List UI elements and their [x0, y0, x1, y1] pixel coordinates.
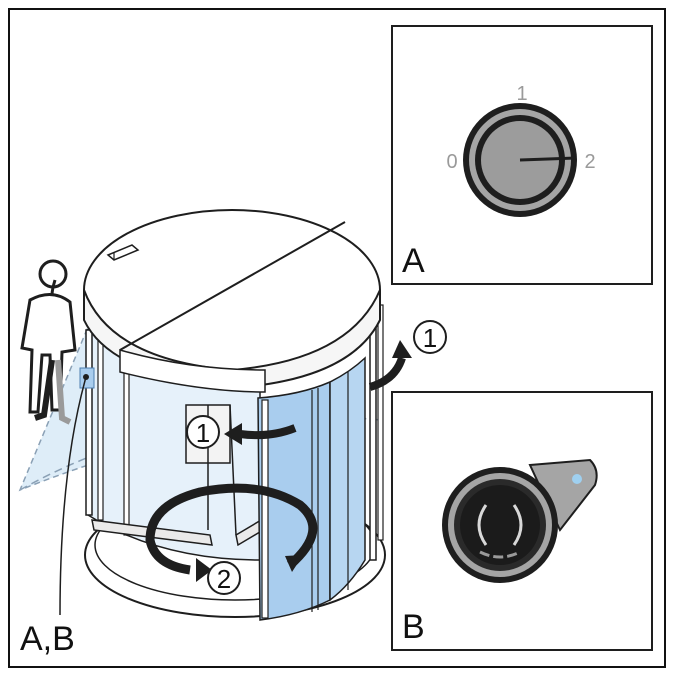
panel-a-label: A: [402, 242, 425, 280]
dial-label-1: 1: [516, 83, 527, 105]
sensor-icon: [106, 244, 140, 261]
door-arrow: [368, 356, 406, 391]
panel-a: 0 1 2 A: [391, 25, 653, 285]
step-number: 1: [196, 418, 210, 448]
leader-line: [59, 376, 87, 616]
dial-label-2: 2: [584, 151, 595, 173]
key-pointer: [519, 156, 577, 162]
led-indicator: [572, 474, 582, 484]
rotation-arrow: [145, 483, 318, 575]
left-post-3: [123, 359, 130, 536]
person-icon: [20, 259, 77, 425]
key-switch-icon: [463, 103, 577, 217]
dial-label-0: 0: [446, 151, 457, 173]
canopy-seam: [119, 221, 346, 351]
canopy-front-step: [119, 349, 266, 393]
left-post-1: [85, 329, 93, 516]
revolving-door: 1 1 2: [18, 209, 447, 621]
step-marker-inner: 1: [186, 415, 220, 449]
step-number: 2: [217, 564, 231, 594]
main-label: A,B: [20, 620, 75, 658]
step-number: 1: [423, 323, 437, 353]
panel-b-label: B: [402, 608, 425, 646]
inner-arrow: [239, 424, 297, 440]
push-button-icon: [442, 458, 598, 583]
step-marker-door: 1: [413, 320, 447, 354]
left-post-2: [97, 339, 104, 521]
rotation-arrowhead: [196, 558, 212, 582]
step-marker-rotate: 2: [207, 561, 241, 595]
panel-b: B: [391, 391, 653, 651]
